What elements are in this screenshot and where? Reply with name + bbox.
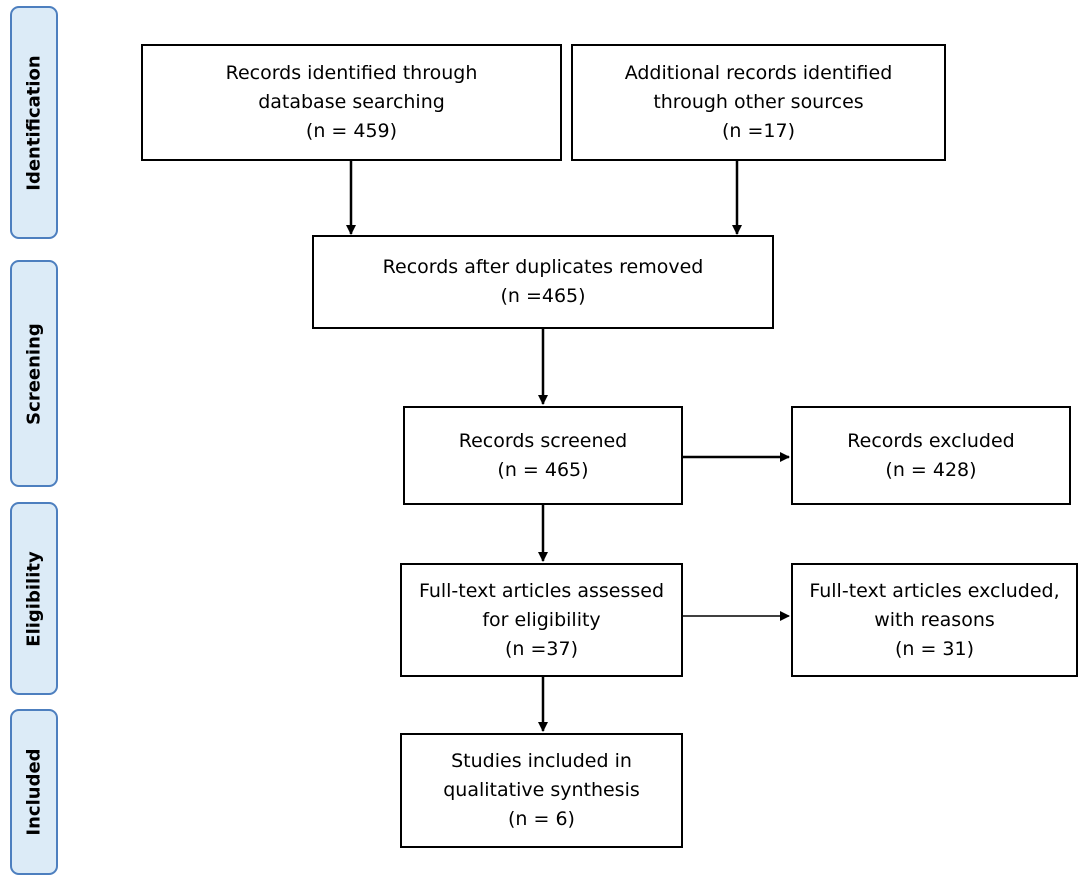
box-duplicates-count: (n =465) <box>500 285 586 307</box>
box-studies-included: Studies included in qualitative synthesi… <box>400 733 683 848</box>
box-fulltext-assessed: Full-text articles assessed for eligibil… <box>400 563 683 677</box>
box-database-line2: database searching <box>258 91 445 113</box>
box-other-sources: Additional records identified through ot… <box>571 44 946 161</box>
box-fulltext-line2: for eligibility <box>482 608 601 631</box>
box-records-screened: Records screened (n = 465) <box>403 406 683 505</box>
stage-identification-label: Identification <box>23 54 45 191</box>
box-fulltext-excluded: Full-text articles excluded, with reason… <box>791 563 1078 677</box>
box-database-line1: Records identified through <box>225 62 478 84</box>
box-other-line2: through other sources <box>653 91 864 113</box>
stage-included-label: Included <box>23 748 45 836</box>
box-included-line1: Studies included in <box>451 750 632 772</box>
box-duplicates-line1: Records after duplicates removed <box>382 256 704 278</box>
stage-eligibility-label: Eligibility <box>23 550 45 647</box>
box-fulltext-excluded-line2: with reasons <box>874 608 995 631</box>
box-database-records: Records identified through database sear… <box>141 44 562 161</box>
stage-eligibility: Eligibility <box>10 502 58 695</box>
stage-screening: Screening <box>10 260 58 487</box>
box-excluded-line1: Records excluded <box>847 429 1015 452</box>
box-included-count: (n = 6) <box>508 808 575 830</box>
box-other-line1: Additional records identified <box>624 62 893 84</box>
box-screened-count: (n = 465) <box>497 458 589 481</box>
box-fulltext-count: (n =37) <box>504 637 578 660</box>
stage-identification: Identification <box>10 6 58 239</box>
box-excluded-count: (n = 428) <box>885 458 977 481</box>
box-screened-line1: Records screened <box>458 429 628 452</box>
box-database-count: (n = 459) <box>305 120 398 142</box>
box-fulltext-excluded-count: (n = 31) <box>894 637 975 660</box>
box-records-excluded: Records excluded (n = 428) <box>791 406 1071 505</box>
stage-screening-label: Screening <box>23 322 45 425</box>
box-other-count: (n =17) <box>721 120 795 142</box>
box-fulltext-excluded-line1: Full-text articles excluded, <box>809 579 1060 602</box>
box-duplicates-removed: Records after duplicates removed (n =465… <box>312 235 774 329</box>
stage-included: Included <box>10 709 58 875</box>
box-fulltext-line1: Full-text articles assessed <box>418 579 665 602</box>
box-included-line2: qualitative synthesis <box>443 779 640 801</box>
